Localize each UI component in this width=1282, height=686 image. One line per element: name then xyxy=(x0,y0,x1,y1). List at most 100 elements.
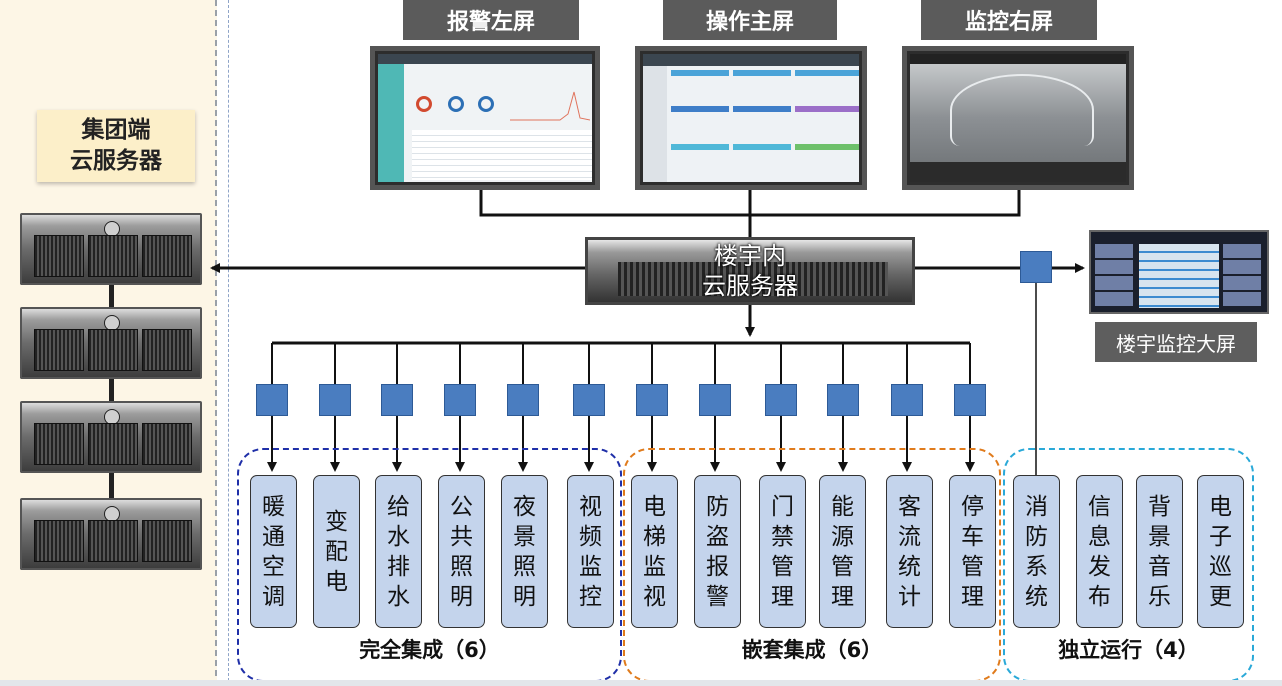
gateway-node xyxy=(573,384,605,416)
subsystem-char: 空 xyxy=(262,553,285,580)
subsystem-box: 门禁管理 xyxy=(759,475,806,628)
gateway-node xyxy=(381,384,413,416)
subsystem-box: 电梯监视 xyxy=(631,475,678,628)
subsystem-char: 夜 xyxy=(513,493,536,520)
group-server-unit xyxy=(20,401,202,473)
subsystem-char: 配 xyxy=(325,538,348,565)
subsystem-char: 共 xyxy=(450,523,473,550)
gateway-node xyxy=(765,384,797,416)
subsystem-box: 变配电 xyxy=(313,475,360,628)
subsystem-char: 公 xyxy=(450,493,473,520)
subsystem-box: 消防系统 xyxy=(1013,475,1060,628)
subsystem-char: 频 xyxy=(579,523,602,550)
subsystem-box: 夜景照明 xyxy=(501,475,548,628)
subsystem-char: 布 xyxy=(1088,583,1111,610)
subsystem-box: 暖通空调 xyxy=(250,475,297,628)
subsystem-char: 水 xyxy=(387,583,410,610)
subsystem-char: 停 xyxy=(961,493,984,520)
subsystem-box: 防盗报警 xyxy=(694,475,741,628)
gateway-node xyxy=(636,384,668,416)
subsystem-box: 背景音乐 xyxy=(1136,475,1183,628)
group-title-line2: 云服务器 xyxy=(70,148,162,174)
subsystem-char: 流 xyxy=(898,523,921,550)
subsystem-char: 子 xyxy=(1209,523,1232,550)
subsystem-char: 明 xyxy=(450,583,473,610)
subsystem-box: 能源管理 xyxy=(819,475,866,628)
group-cloud-server-title: 集团端 云服务器 xyxy=(37,110,195,182)
monitor-screen-label: 监控右屏 xyxy=(921,0,1097,40)
building-server-line2: 云服务器 xyxy=(702,272,798,300)
subsystem-char: 客 xyxy=(898,493,921,520)
subsystem-char: 理 xyxy=(771,583,794,610)
subsystem-char: 防 xyxy=(1025,523,1048,550)
subsystem-char: 计 xyxy=(898,583,921,610)
subsystem-char: 控 xyxy=(579,583,602,610)
main-screen-monitor xyxy=(635,46,867,190)
subsystem-char: 照 xyxy=(513,553,536,580)
subsystem-char: 音 xyxy=(1148,553,1171,580)
video-wall-label: 楼宇监控大屏 xyxy=(1095,322,1257,362)
subsystem-char: 电 xyxy=(325,568,348,595)
server-link xyxy=(109,473,114,498)
subsystem-char: 报 xyxy=(706,553,729,580)
group-server-unit xyxy=(20,213,202,285)
subsystem-char: 系 xyxy=(1025,553,1048,580)
bottom-strip xyxy=(0,680,1282,686)
subsystem-char: 消 xyxy=(1025,493,1048,520)
gateway-node xyxy=(891,384,923,416)
alarm-screen-monitor xyxy=(370,46,600,190)
subsystem-char: 调 xyxy=(262,583,285,610)
subsystem-char: 视 xyxy=(643,583,666,610)
subsystem-box: 客流统计 xyxy=(886,475,933,628)
subsystem-char: 禁 xyxy=(771,523,794,550)
gateway-node xyxy=(256,384,288,416)
subsystem-char: 明 xyxy=(513,583,536,610)
group-server-unit xyxy=(20,307,202,379)
subsystem-char: 理 xyxy=(831,583,854,610)
subsystem-char: 盗 xyxy=(706,523,729,550)
server-link xyxy=(109,285,114,307)
subsystem-char: 防 xyxy=(706,493,729,520)
gateway-node xyxy=(444,384,476,416)
panel-divider xyxy=(228,0,229,686)
subsystem-char: 统 xyxy=(1025,583,1048,610)
monitor-screen-monitor xyxy=(902,46,1134,190)
subsystem-char: 乐 xyxy=(1148,583,1171,610)
gateway-node xyxy=(319,384,351,416)
building-cloud-server xyxy=(585,237,915,305)
subsystem-char: 景 xyxy=(1148,523,1171,550)
subsystem-char: 管 xyxy=(771,553,794,580)
subsystem-char: 理 xyxy=(961,583,984,610)
subsystem-char: 管 xyxy=(831,553,854,580)
group-server-unit xyxy=(20,498,202,570)
gateway-node xyxy=(699,384,731,416)
nested-integration-label: 嵌套集成（6） xyxy=(741,638,883,662)
subsystem-char: 管 xyxy=(961,553,984,580)
gateway-node xyxy=(507,384,539,416)
subsystem-char: 排 xyxy=(387,553,410,580)
alarm-screen-label: 报警左屏 xyxy=(403,0,579,40)
subsystem-char: 更 xyxy=(1209,583,1232,610)
subsystem-char: 通 xyxy=(262,523,285,550)
subsystem-char: 给 xyxy=(387,493,410,520)
standalone-label: 独立运行（4） xyxy=(1058,638,1199,662)
subsystem-char: 门 xyxy=(771,493,794,520)
subsystem-char: 巡 xyxy=(1209,553,1232,580)
subsystem-char: 统 xyxy=(898,553,921,580)
main-screen-label: 操作主屏 xyxy=(663,0,837,40)
subsystem-char: 景 xyxy=(513,523,536,550)
subsystem-char: 水 xyxy=(387,523,410,550)
subsystem-char: 信 xyxy=(1088,493,1111,520)
building-video-wall xyxy=(1089,230,1269,314)
group-title-line1: 集团端 xyxy=(81,117,151,143)
subsystem-char: 能 xyxy=(831,493,854,520)
subsystem-box: 视频监控 xyxy=(567,475,614,628)
subsystem-char: 照 xyxy=(450,553,473,580)
gateway-node xyxy=(954,384,986,416)
subsystem-char: 警 xyxy=(706,583,729,610)
subsystem-char: 电 xyxy=(643,493,666,520)
building-server-line1: 楼宇内 xyxy=(714,242,786,270)
subsystem-box: 电子巡更 xyxy=(1197,475,1244,628)
subsystem-char: 源 xyxy=(831,523,854,550)
